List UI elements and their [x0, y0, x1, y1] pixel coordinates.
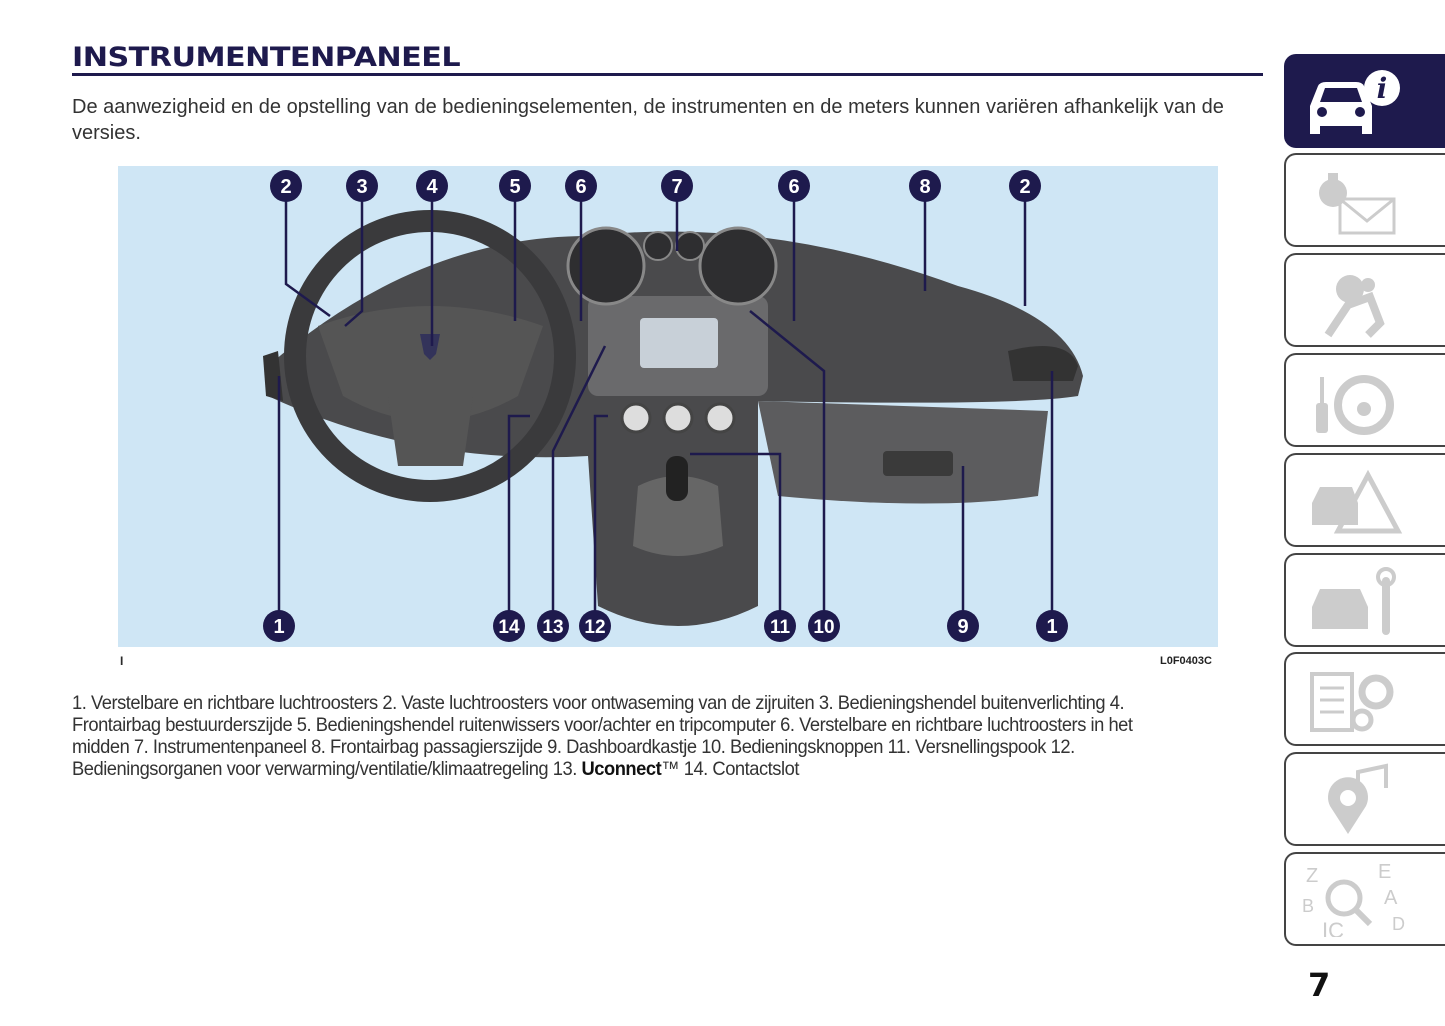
svg-text:IC: IC: [1322, 918, 1344, 937]
svg-text:5: 5: [509, 176, 520, 198]
svg-text:3: 3: [356, 176, 367, 198]
legend-text: 1. Verstelbare en richtbare luchtrooster…: [72, 692, 1133, 780]
svg-text:1: 1: [1046, 616, 1057, 638]
title-rule: [72, 73, 1263, 76]
callout-11: 11: [764, 610, 796, 642]
tab-technical-data[interactable]: [1284, 652, 1445, 746]
page-number: 7: [1308, 966, 1331, 1004]
svg-text:Z: Z: [1306, 865, 1318, 887]
svg-text:10: 10: [813, 617, 834, 638]
tab-multimedia[interactable]: [1284, 752, 1445, 846]
technical-data-icon: [1310, 672, 1394, 732]
svg-text:2: 2: [1019, 176, 1030, 198]
warning-lights-messages-icon: [1319, 173, 1396, 235]
svg-text:D: D: [1392, 914, 1405, 934]
starting-driving-icon: [1316, 375, 1394, 435]
tab-emergency[interactable]: [1284, 453, 1445, 547]
maintenance-icon: [1312, 567, 1396, 635]
leader-lines: [277, 186, 1054, 626]
dashboard-drawing: [263, 210, 1083, 627]
svg-text:14: 14: [498, 617, 520, 638]
callout-5: 5: [499, 170, 531, 202]
svg-text:i: i: [1377, 72, 1388, 105]
legend-text-end: ™ 14. Contactslot: [661, 758, 799, 780]
callout-9: 9: [947, 610, 979, 642]
callouts-bottom: 1 14 13 12 11 10 9 1: [263, 610, 1068, 642]
figure-mark: I: [120, 654, 124, 668]
figure-code: L0F0403C: [1160, 655, 1212, 667]
callout-12: 12: [579, 610, 611, 642]
multimedia-icon: [1328, 763, 1388, 834]
svg-text:4: 4: [426, 176, 438, 198]
svg-text:6: 6: [788, 176, 799, 198]
callout-4: 4: [416, 170, 448, 202]
svg-text:8: 8: [919, 176, 930, 198]
svg-text:6: 6: [575, 176, 586, 198]
svg-text:2: 2: [280, 176, 291, 198]
tab-maintenance[interactable]: [1284, 553, 1445, 647]
tab-safety[interactable]: [1284, 253, 1445, 347]
callout-8: 8: [909, 170, 941, 202]
callout-1: 1: [263, 610, 295, 642]
tab-warning-lights[interactable]: [1284, 153, 1445, 247]
svg-text:11: 11: [770, 617, 791, 638]
callouts-top: 2 3 4 5 6 7 6 8 2: [270, 170, 1041, 202]
svg-text:A: A: [1384, 887, 1398, 909]
callout-6b: 6: [778, 170, 810, 202]
safety-airbag-icon: [1324, 275, 1385, 338]
tab-starting-driving[interactable]: [1284, 353, 1445, 447]
page-title: INSTRUMENTENPANEEL: [72, 42, 461, 73]
svg-text:E: E: [1378, 862, 1391, 883]
legend-uconnect: Uconnect: [581, 758, 662, 780]
emergency-icon: [1312, 469, 1403, 534]
svg-text:7: 7: [671, 176, 682, 198]
callout-7: 7: [661, 170, 693, 202]
figure-legend: 1. Verstelbare en richtbare luchtrooster…: [72, 692, 1153, 780]
svg-text:9: 9: [957, 616, 968, 638]
callout-2b: 2: [1009, 170, 1041, 202]
svg-text:1: 1: [273, 616, 284, 638]
svg-text:12: 12: [584, 617, 605, 638]
callout-13: 13: [537, 610, 569, 642]
callout-2: 2: [270, 170, 302, 202]
callout-3: 3: [346, 170, 378, 202]
callout-1b: 1: [1036, 610, 1068, 642]
svg-text:13: 13: [542, 617, 563, 638]
tab-index[interactable]: Z E B A D IC: [1284, 852, 1445, 946]
car-info-icon: i: [1310, 70, 1400, 134]
index-icon: Z E B A D IC: [1302, 862, 1405, 937]
tab-car-info[interactable]: i: [1284, 54, 1445, 148]
intro-paragraph: De aanwezigheid en de opstelling van de …: [72, 96, 1224, 144]
dashboard-illustration: 2 3 4 5 6 7 6 8 2 1 14 13 12 11 10 9 1: [118, 166, 1218, 647]
callout-10: 10: [808, 610, 840, 642]
callout-6: 6: [565, 170, 597, 202]
svg-text:B: B: [1302, 896, 1314, 916]
callout-14: 14: [493, 610, 525, 642]
